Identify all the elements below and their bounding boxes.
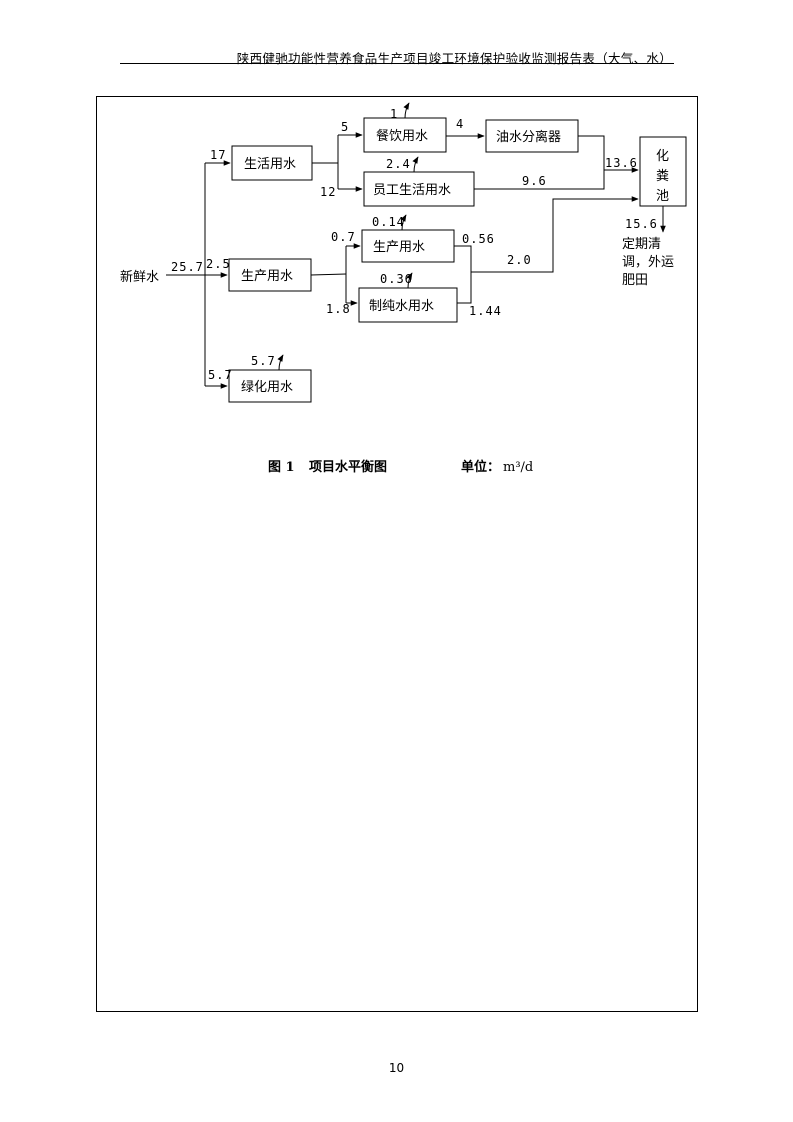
- flow-production-out: 2.0: [507, 253, 532, 267]
- flow-to-purified: 1.8: [326, 302, 351, 316]
- flow-production-out: [310, 273, 347, 276]
- flow-to-domestic: 17: [210, 148, 226, 162]
- loss-arrow-purified: [406, 272, 413, 289]
- node-catering-box: [363, 117, 447, 153]
- node-prod-sub-box: [361, 229, 455, 263]
- node-greening-label: 绿化用水: [241, 380, 293, 395]
- loss-arrow-greening: [277, 354, 284, 371]
- loss-arrow-prod-sub: [400, 214, 407, 231]
- flow-to-prod-sub: 0.7: [331, 230, 356, 244]
- caption-unit: m³/d: [503, 460, 533, 475]
- node-septic-box: [639, 136, 687, 207]
- flow-purified-loss: 0.36: [380, 272, 413, 286]
- flow-to-septic: 13.6: [605, 156, 638, 170]
- flow-staff-loss: 2.4: [386, 157, 411, 171]
- node-prod-sub-label: 生产用水: [373, 240, 425, 255]
- node-production-label: 生产用水: [241, 269, 293, 284]
- flow-prod-sub-return: [454, 245, 472, 304]
- node-catering-label: 餐饮用水: [376, 128, 428, 144]
- node-septic-label-2: 粪: [656, 169, 669, 184]
- node-domestic-box: [231, 145, 313, 181]
- node-production-box: [228, 258, 312, 292]
- flow-to-staff: 12: [320, 185, 336, 199]
- flow-catering-out: 4: [456, 117, 464, 131]
- caption-figure: 图 1: [268, 460, 295, 475]
- flow-prod-sub-out: 0.56: [462, 232, 495, 246]
- node-septic-label-1: 化: [656, 149, 669, 164]
- loss-arrow-catering: [403, 102, 410, 119]
- flow-septic-out: 15.6: [625, 217, 658, 231]
- node-oil-sep-label: 油水分离器: [496, 129, 561, 145]
- node-purified-label: 制纯水用水: [369, 299, 434, 314]
- node-greening-box: [228, 369, 312, 403]
- flow-to-catering: 5: [341, 120, 349, 134]
- node-source-label: 新鲜水: [120, 269, 159, 285]
- node-purified-box: [358, 287, 458, 323]
- flow-production-to-septic: [471, 196, 639, 273]
- node-staff-label: 员工生活用水: [373, 183, 451, 198]
- flow-to-production: 2.5: [206, 257, 231, 271]
- header-rule: [120, 63, 674, 64]
- disposal-line-2: 调，外运: [622, 255, 674, 270]
- disposal-line-1: 定期清: [622, 237, 661, 252]
- flow-to-greening: 5.7: [208, 368, 233, 382]
- flow-purified-out: 1.44: [469, 304, 502, 318]
- node-septic-label-3: 池: [656, 189, 669, 204]
- flow-greening-loss: 5.7: [251, 354, 276, 368]
- caption-title: 项目水平衡图: [309, 459, 387, 475]
- flow-oil-sep-to-septic: [578, 135, 605, 170]
- flow-staff-to-septic: [474, 170, 605, 190]
- node-staff-box: [363, 171, 475, 207]
- flow-prod-sub-loss: 0.14: [372, 215, 405, 229]
- flow-catering-loss: 1: [390, 107, 398, 121]
- loss-arrow-staff: [412, 156, 419, 173]
- node-oil-sep-box: [485, 119, 579, 153]
- flow-total: 25.7: [171, 260, 204, 274]
- caption-unit-label: 单位：: [461, 459, 500, 475]
- header-title: 陕西健驰功能性营养食品生产项目竣工环境保护验收监测报告表（大气、水）: [236, 51, 672, 66]
- flow-staff-out: 9.6: [522, 174, 547, 188]
- node-domestic-label: 生活用水: [244, 157, 296, 172]
- disposal-line-3: 肥田: [622, 273, 648, 288]
- diagram-frame: [96, 96, 698, 1012]
- page-number: 10: [388, 1061, 405, 1075]
